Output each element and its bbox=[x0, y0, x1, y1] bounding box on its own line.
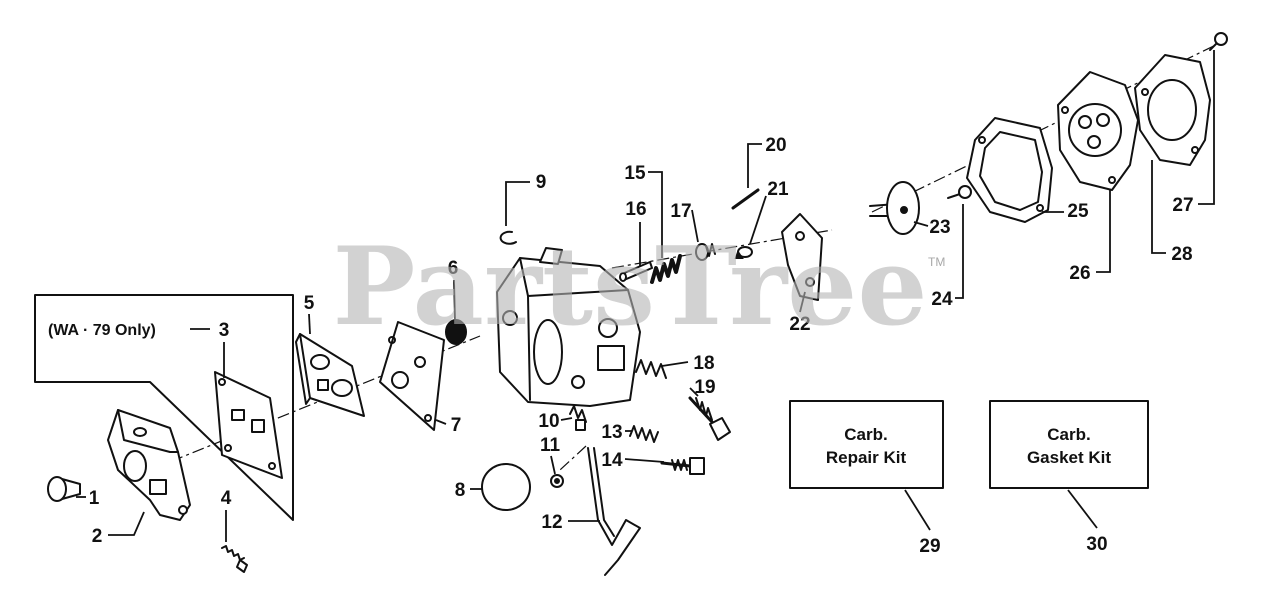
part-25-gasket bbox=[966, 117, 1053, 223]
part-15-spring bbox=[650, 254, 682, 284]
callout-19: 19 bbox=[694, 377, 715, 398]
part-carburetor-body bbox=[496, 247, 641, 407]
part-17-pin-spring bbox=[695, 243, 716, 261]
part-28-cover bbox=[1134, 54, 1211, 166]
callout-labels: 1 2 3 4 5 6 7 8 9 10 11 12 13 14 15 16 1… bbox=[89, 135, 1194, 557]
part-18-spring bbox=[635, 359, 667, 379]
callout-4: 4 bbox=[221, 488, 232, 509]
leader-line-23 bbox=[913, 221, 929, 227]
callout-12: 12 bbox=[541, 512, 562, 533]
part-8-disc bbox=[481, 463, 531, 511]
callout-13: 13 bbox=[601, 422, 622, 443]
callout-24: 24 bbox=[931, 289, 953, 310]
part-26-diaphragm bbox=[1057, 71, 1139, 191]
leader-line-2 bbox=[108, 511, 145, 536]
leader-line-27 bbox=[1198, 50, 1215, 205]
leader-line-14 bbox=[624, 458, 665, 463]
part-19-needle-screw bbox=[688, 396, 731, 441]
leader-line-30 bbox=[1067, 489, 1098, 529]
part-20-pin bbox=[731, 188, 760, 210]
leader-line-15 bbox=[648, 171, 663, 258]
leader-line-6 bbox=[453, 279, 456, 321]
leader-line-10 bbox=[560, 417, 573, 421]
leader-line-7 bbox=[435, 419, 447, 425]
leader-lines bbox=[76, 50, 1215, 542]
callout-25: 25 bbox=[1067, 201, 1089, 222]
callout-18: 18 bbox=[693, 353, 714, 374]
part-5-pump-body bbox=[295, 333, 365, 417]
part-7-diaphragm bbox=[379, 321, 445, 431]
leader-line-11 bbox=[550, 455, 556, 475]
callout-22: 22 bbox=[789, 314, 810, 335]
callout-15: 15 bbox=[624, 163, 646, 184]
leader-line-17 bbox=[691, 209, 699, 243]
part-14-needle-screw bbox=[660, 457, 705, 475]
callout-30: 30 bbox=[1086, 534, 1107, 555]
kit-box-repair: Carb. Repair Kit bbox=[789, 400, 944, 489]
leader-line-29 bbox=[904, 489, 931, 531]
leader-line-26 bbox=[1096, 190, 1111, 273]
part-22-lever-plate bbox=[781, 213, 823, 301]
callout-5: 5 bbox=[304, 293, 315, 314]
kit-box-gasket: Carb. Gasket Kit bbox=[989, 400, 1149, 489]
part-21-plug bbox=[734, 246, 753, 259]
part-12-throttle-lever bbox=[587, 447, 641, 576]
leader-line-18 bbox=[661, 361, 689, 367]
kit-box-gasket-line2: Gasket Kit bbox=[1027, 448, 1111, 467]
part-9-clip bbox=[499, 230, 517, 245]
part-1-screw bbox=[47, 476, 81, 502]
leader-line-3 bbox=[190, 328, 225, 378]
kit-box-gasket-line1: Carb. bbox=[1047, 425, 1090, 444]
kit-box-repair-line1: Carb. bbox=[844, 425, 887, 444]
part-24-screw bbox=[947, 185, 972, 199]
callout-29: 29 bbox=[919, 536, 940, 557]
leader-line-19 bbox=[689, 387, 699, 397]
part-2-throttle-housing bbox=[107, 409, 191, 521]
part-10-screw bbox=[569, 405, 587, 431]
leader-line-20 bbox=[747, 143, 762, 188]
kit-box-repair-line2: Repair Kit bbox=[826, 448, 907, 467]
leader-line-21 bbox=[749, 195, 767, 245]
part-23-inlet-fitting bbox=[869, 181, 920, 235]
leader-line-5 bbox=[308, 313, 311, 335]
callout-17: 17 bbox=[670, 201, 691, 222]
callout-20: 20 bbox=[765, 135, 786, 156]
part-11-washer bbox=[550, 474, 564, 488]
callout-1: 1 bbox=[89, 488, 100, 509]
leader-line-24 bbox=[955, 204, 964, 299]
watermark-logo: PartsTree bbox=[333, 224, 928, 350]
leader-line-28 bbox=[1151, 160, 1166, 254]
callout-11: 11 bbox=[540, 435, 561, 456]
callout-26: 26 bbox=[1069, 263, 1090, 284]
leader-line-22 bbox=[799, 291, 806, 313]
callout-3: 3 bbox=[219, 320, 230, 341]
callout-27: 27 bbox=[1172, 195, 1193, 216]
part-6-plug bbox=[445, 319, 467, 345]
callout-8: 8 bbox=[455, 480, 466, 501]
callout-10: 10 bbox=[538, 411, 559, 432]
part-4-screw bbox=[221, 545, 248, 573]
callout-7: 7 bbox=[451, 415, 462, 436]
callout-28: 28 bbox=[1171, 244, 1192, 265]
watermark-trademark: TM bbox=[928, 255, 945, 269]
callout-9: 9 bbox=[536, 172, 547, 193]
part-13-spring bbox=[629, 425, 659, 443]
callout-2: 2 bbox=[92, 526, 103, 547]
leader-line-9 bbox=[505, 181, 530, 226]
callout-16: 16 bbox=[625, 199, 646, 220]
part-27-screw bbox=[1209, 32, 1228, 51]
optional-note: (WA · 79 Only) bbox=[48, 322, 156, 339]
callout-6: 6 bbox=[448, 258, 459, 279]
callout-21: 21 bbox=[767, 179, 789, 200]
callout-23: 23 bbox=[929, 217, 950, 238]
part-3-gasket bbox=[214, 371, 283, 479]
callout-14: 14 bbox=[601, 450, 623, 471]
